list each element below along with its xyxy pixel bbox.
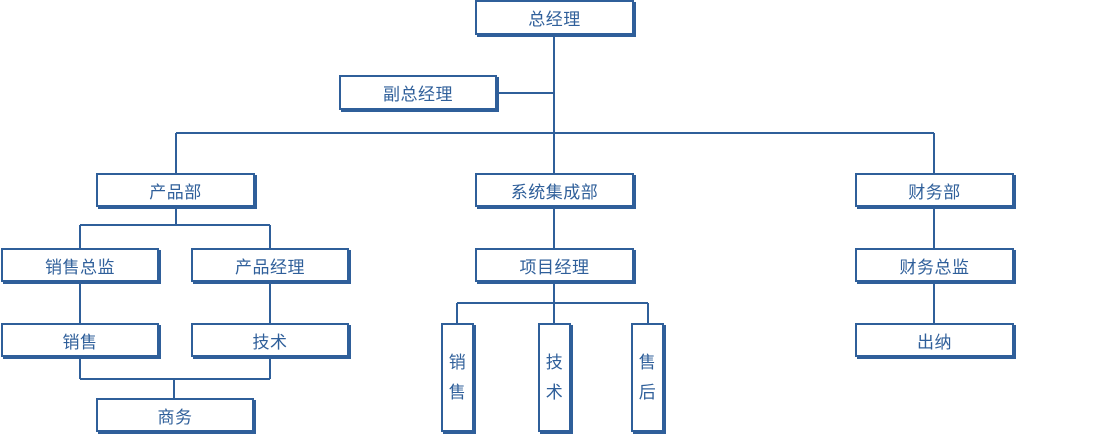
node-sales-director: 销售总监 xyxy=(1,248,159,282)
node-si-sales-char-2: 售 xyxy=(448,382,467,403)
node-finance-director: 财务总监 xyxy=(855,248,1014,282)
node-si-sales: 销 售 xyxy=(441,323,474,432)
node-si-after-sales-char-1: 售 xyxy=(638,352,657,373)
node-sales: 销售 xyxy=(1,323,159,357)
node-finance-dept-label: 财务部 xyxy=(908,182,961,203)
node-project-manager: 项目经理 xyxy=(475,248,634,282)
node-cashier-label: 出纳 xyxy=(917,332,952,353)
node-project-manager-label: 项目经理 xyxy=(519,257,590,278)
node-product-dept-label: 产品部 xyxy=(149,182,202,203)
node-tech-label: 技术 xyxy=(252,332,288,353)
node-si-sales-char-1: 销 xyxy=(448,352,467,373)
node-sales-director-label: 销售总监 xyxy=(45,257,115,278)
node-deputy-ceo-label: 副总经理 xyxy=(383,85,453,105)
node-finance-dept: 财务部 xyxy=(855,173,1014,207)
node-si-dept-label: 系统集成部 xyxy=(510,182,599,203)
node-si-tech-char-2: 术 xyxy=(545,382,564,403)
node-si-after-sales: 售 后 xyxy=(631,323,664,432)
node-si-tech-char-1: 技 xyxy=(545,352,564,373)
node-si-tech: 技 术 xyxy=(538,323,571,432)
node-deputy-ceo: 副总经理 xyxy=(339,75,497,110)
node-business-label: 商务 xyxy=(157,407,193,428)
node-product-manager: 产品经理 xyxy=(191,248,349,282)
node-business: 商务 xyxy=(96,398,254,432)
node-cashier: 出纳 xyxy=(855,323,1014,357)
node-sales-label: 销售 xyxy=(62,332,98,353)
node-si-dept: 系统集成部 xyxy=(475,173,634,207)
node-finance-director-label: 财务总监 xyxy=(899,257,970,278)
node-ceo-label: 总经理 xyxy=(528,10,581,30)
node-tech: 技术 xyxy=(191,323,349,357)
node-ceo: 总经理 xyxy=(475,0,634,35)
node-product-dept: 产品部 xyxy=(96,173,255,207)
node-product-manager-label: 产品经理 xyxy=(235,257,305,278)
node-si-after-sales-char-2: 后 xyxy=(638,382,657,403)
